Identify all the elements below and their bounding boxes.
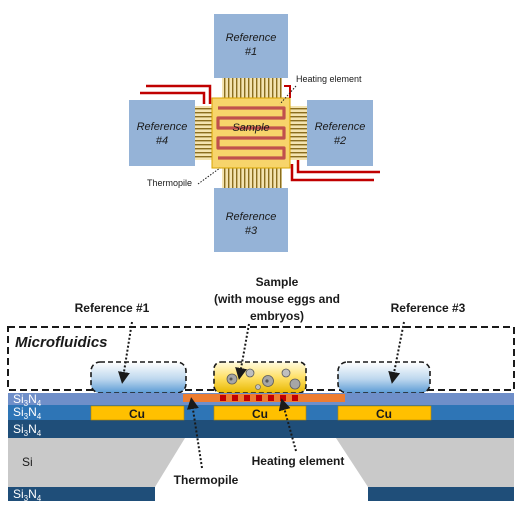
reference-1-well (90, 361, 187, 394)
reference-pad-1 (214, 14, 288, 78)
sample-square (211, 97, 291, 169)
thermopile-wires-top (222, 78, 282, 100)
heating-element-arrow (278, 398, 297, 452)
thermopile-cross-label: Thermopile (174, 473, 239, 487)
reference-4-label-a: Reference (137, 121, 188, 133)
si3n4-label-bottom: Si3N4 (13, 487, 42, 503)
red-lead-top-right (284, 85, 291, 98)
reference-pad-2 (307, 100, 373, 166)
sample-label-top: Sample (232, 122, 269, 134)
reference-3-cross-label: Reference #3 (391, 301, 466, 315)
si-substrate-right (336, 438, 514, 487)
si3n4-bottom-layer (8, 420, 514, 438)
heating-element-callout-top: Heating element (296, 74, 362, 84)
thermopile-wires-right (288, 106, 307, 160)
si3n4-label-2: Si3N4 (13, 405, 42, 421)
reference-3-well (337, 361, 431, 394)
si-label: Si (22, 455, 33, 469)
reference-1-label-a: Reference (226, 32, 277, 44)
si-substrate (8, 438, 185, 487)
red-lead-top-left (146, 84, 212, 104)
si3n4-label-3: Si3N4 (13, 422, 42, 438)
reference-3-label-a: Reference (226, 211, 277, 223)
reference-pad-4 (129, 100, 195, 166)
embryos (226, 368, 301, 390)
reference-3-arrow (388, 321, 405, 384)
sample-arrow (235, 323, 250, 380)
cross-section: Sample (with mouse eggs and embryos) Ref… (7, 275, 515, 503)
reference-1-arrow (118, 321, 133, 384)
heating-element-serpentine (216, 106, 286, 160)
sample-title: Sample (256, 275, 299, 289)
reference-2-label-a: Reference (315, 121, 366, 133)
cu-block-left (90, 405, 185, 421)
si3n4-base-left (8, 487, 155, 501)
reference-4-label-b: #4 (156, 135, 168, 147)
reference-1-cross-label: Reference #1 (75, 301, 150, 315)
thermopile-wires-left (195, 106, 214, 160)
cu-label-center: Cu (252, 407, 268, 421)
cu-block-right (337, 405, 432, 421)
sample-subtitle-line3: embryos) (250, 309, 304, 323)
heating-element-cross-label: Heating element (252, 454, 345, 468)
reference-3-label-b: #3 (245, 225, 258, 237)
thermopile-callout-line (197, 167, 221, 185)
microfluidics-label: Microfluidics (15, 334, 108, 351)
top-view: Reference #1 Reference #2 Reference #3 R… (129, 14, 380, 252)
reference-1-label-b: #1 (245, 46, 257, 58)
microfluidics-box (7, 326, 515, 391)
heating-element-callout-line (279, 85, 297, 105)
si3n4-label-1: Si3N4 (13, 392, 42, 408)
cu-label-right: Cu (376, 407, 392, 421)
thermopile-strip (183, 394, 345, 402)
red-lead-bottom-right (296, 160, 380, 174)
red-lead-bottom-right-2 (290, 164, 374, 182)
cu-label-left: Cu (129, 407, 145, 421)
thermopile-wires-bottom (222, 166, 282, 188)
thermopile-arrow (186, 397, 203, 469)
reference-2-label-b: #2 (334, 135, 346, 147)
thermopile-callout-top: Thermopile (147, 178, 192, 188)
heating-element-dashes (220, 395, 298, 401)
sample-subtitle-line2: (with mouse eggs and (214, 292, 340, 306)
red-lead-top-left-2 (140, 91, 206, 104)
si3n4-base-right (368, 487, 514, 501)
reference-pad-3 (214, 188, 288, 252)
